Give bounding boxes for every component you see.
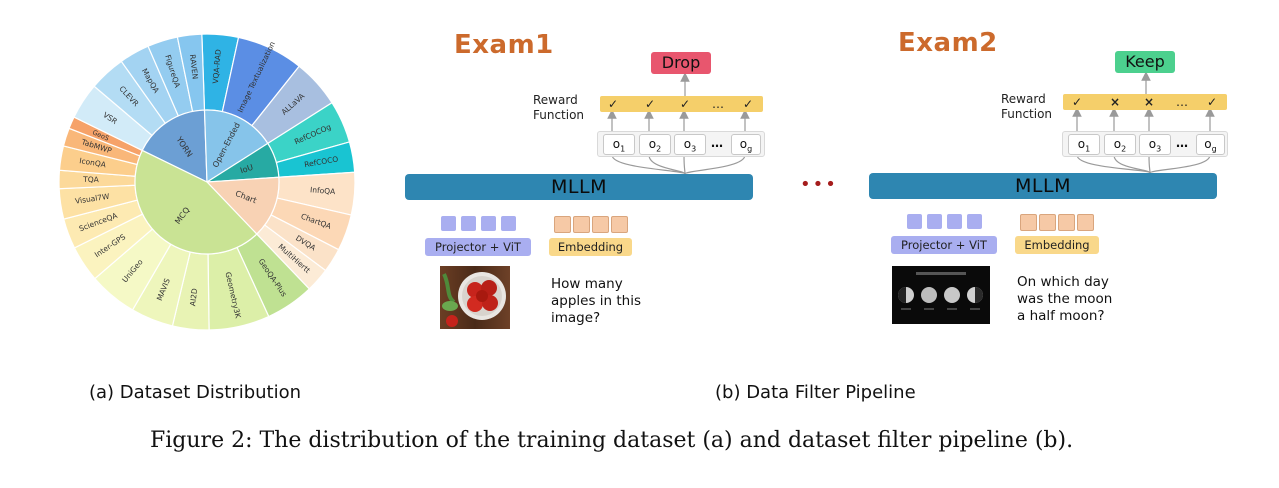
apples-image	[440, 266, 510, 329]
outer-label-raven: RAVEN	[188, 54, 200, 80]
exam1-reward-mark-3: ✓	[679, 97, 691, 111]
exam2-text-token-3	[1058, 214, 1075, 231]
exam1-vision-token-3	[481, 216, 496, 231]
exam2-keep-badge: Keep	[1115, 51, 1175, 73]
figure-caption: Figure 2: The distribution of the traini…	[150, 428, 1074, 453]
exam1-reward-mark-2: ✓	[644, 97, 656, 111]
sunburst-inner-ring	[134, 109, 280, 255]
sunburst-outer-ring	[58, 33, 356, 331]
exam2-reward-mark-2: ×	[1109, 95, 1121, 109]
exam1-vision-token-4	[501, 216, 516, 231]
exam2-mllm-to-output-curve-1	[1076, 154, 1151, 174]
exam1-mllm-block: MLLM	[405, 174, 753, 200]
outer-label-infoqa: InfoQA	[310, 185, 337, 196]
exam2-text-token-4	[1077, 214, 1094, 231]
exam1-vision-token-1	[441, 216, 456, 231]
exam2-question: On which day was the moon a half moon?	[1017, 274, 1112, 325]
exam1-question-line1: How many	[551, 276, 623, 292]
exam1-output-g: og	[731, 134, 761, 155]
inner-label-iou: IoU	[239, 163, 254, 176]
exam1-title: Exam1	[454, 30, 554, 60]
exam1-reward-label: Reward Function	[533, 93, 584, 123]
pipeline-connectors	[607, 71, 1215, 175]
exam2-reward-label-line2: Function	[1001, 107, 1053, 121]
exam2-reward-bar: ✓ × × … ✓	[1063, 94, 1227, 110]
exam2-vision-token-4	[967, 214, 982, 229]
exam2-mllm-block: MLLM	[869, 173, 1217, 199]
exam2-output-row: o1 o2 o3 … og	[1062, 131, 1228, 157]
outer-label-vqa-rad: VQA-RAD	[211, 49, 223, 84]
exam1-reward-mark-1: ✓	[607, 97, 619, 111]
exam1-output-row: o1 o2 o3 … og	[597, 131, 765, 157]
exam1-mllm-to-output-curve-2	[648, 154, 686, 175]
exam1-text-token-3	[592, 216, 609, 233]
exam2-mllm-to-output-curve-4	[1149, 154, 1211, 174]
exam2-text-token-1	[1020, 214, 1037, 231]
moon-phases-image	[892, 266, 990, 324]
exam2-output-2: o2	[1104, 134, 1136, 155]
outer-label-ai2d: AI2D	[188, 288, 199, 307]
exam2-output-g: og	[1196, 134, 1225, 155]
exam2-projector-tag: Projector + ViT	[891, 236, 997, 254]
exam1-output-2: o2	[639, 134, 671, 155]
exam1-text-token-4	[611, 216, 628, 233]
caption-a: (a) Dataset Distribution	[89, 382, 302, 403]
exam1-mllm-to-output-curve-4	[684, 154, 746, 175]
exam2-reward-label: Reward Function	[1001, 92, 1052, 122]
exam2-mllm-to-output-curve-3	[1148, 154, 1151, 174]
exam1-output-1: o1	[603, 134, 635, 155]
caption-b: (b) Data Filter Pipeline	[715, 382, 916, 403]
exam1-text-token-1	[554, 216, 571, 233]
exam2-output-4: …	[1176, 136, 1188, 150]
exam1-question-line2: apples in this	[551, 293, 642, 309]
outer-label-tqa: TQA	[82, 175, 100, 184]
exam1-embedding-tag: Embedding	[549, 238, 632, 256]
between-exams-ellipsis: •••	[800, 174, 838, 195]
exam1-output-4: …	[711, 136, 723, 150]
exam1-question: How many apples in this image?	[551, 276, 641, 327]
exam2-question-line1: On which day	[1017, 274, 1109, 290]
exam2-reward-mark-1: ✓	[1071, 95, 1083, 109]
exam1-reward-label-line2: Function	[533, 108, 585, 122]
exam2-mllm-to-output-curve-2	[1113, 154, 1151, 174]
exam1-text-token-2	[573, 216, 590, 233]
exam2-output-1: o1	[1068, 134, 1100, 155]
exam1-projector-tag: Projector + ViT	[425, 238, 531, 256]
exam2-text-token-2	[1039, 214, 1056, 231]
exam2-output-3: o3	[1139, 134, 1171, 155]
exam2-vision-token-1	[907, 214, 922, 229]
exam1-reward-mark-4: …	[712, 97, 724, 111]
exam2-reward-mark-5: ✓	[1206, 95, 1218, 109]
exam2-title: Exam2	[898, 28, 998, 58]
exam1-vision-token-2	[461, 216, 476, 231]
exam2-question-line3: a half moon?	[1017, 308, 1105, 324]
exam2-vision-token-3	[947, 214, 962, 229]
exam1-mllm-to-output-curve-1	[611, 154, 686, 175]
exam2-reward-mark-3: ×	[1143, 95, 1155, 109]
exam1-output-3: o3	[674, 134, 706, 155]
exam2-question-line2: was the moon	[1017, 291, 1113, 307]
exam1-reward-bar: ✓ ✓ ✓ … ✓	[600, 96, 763, 112]
exam2-embedding-tag: Embedding	[1015, 236, 1099, 254]
exam2-vision-token-2	[927, 214, 942, 229]
exam2-reward-label-line1: Reward	[1001, 92, 1046, 106]
exam1-reward-label-line1: Reward	[533, 93, 578, 107]
exam1-drop-badge: Drop	[651, 52, 711, 74]
exam1-question-line3: image?	[551, 310, 601, 326]
exam2-reward-mark-4: …	[1176, 95, 1188, 109]
inner-slice-mcq	[134, 149, 258, 255]
exam1-reward-mark-5: ✓	[742, 97, 754, 111]
outer-label-iconqa: IconQA	[79, 156, 108, 169]
exam1-mllm-to-output-curve-3	[683, 154, 686, 175]
